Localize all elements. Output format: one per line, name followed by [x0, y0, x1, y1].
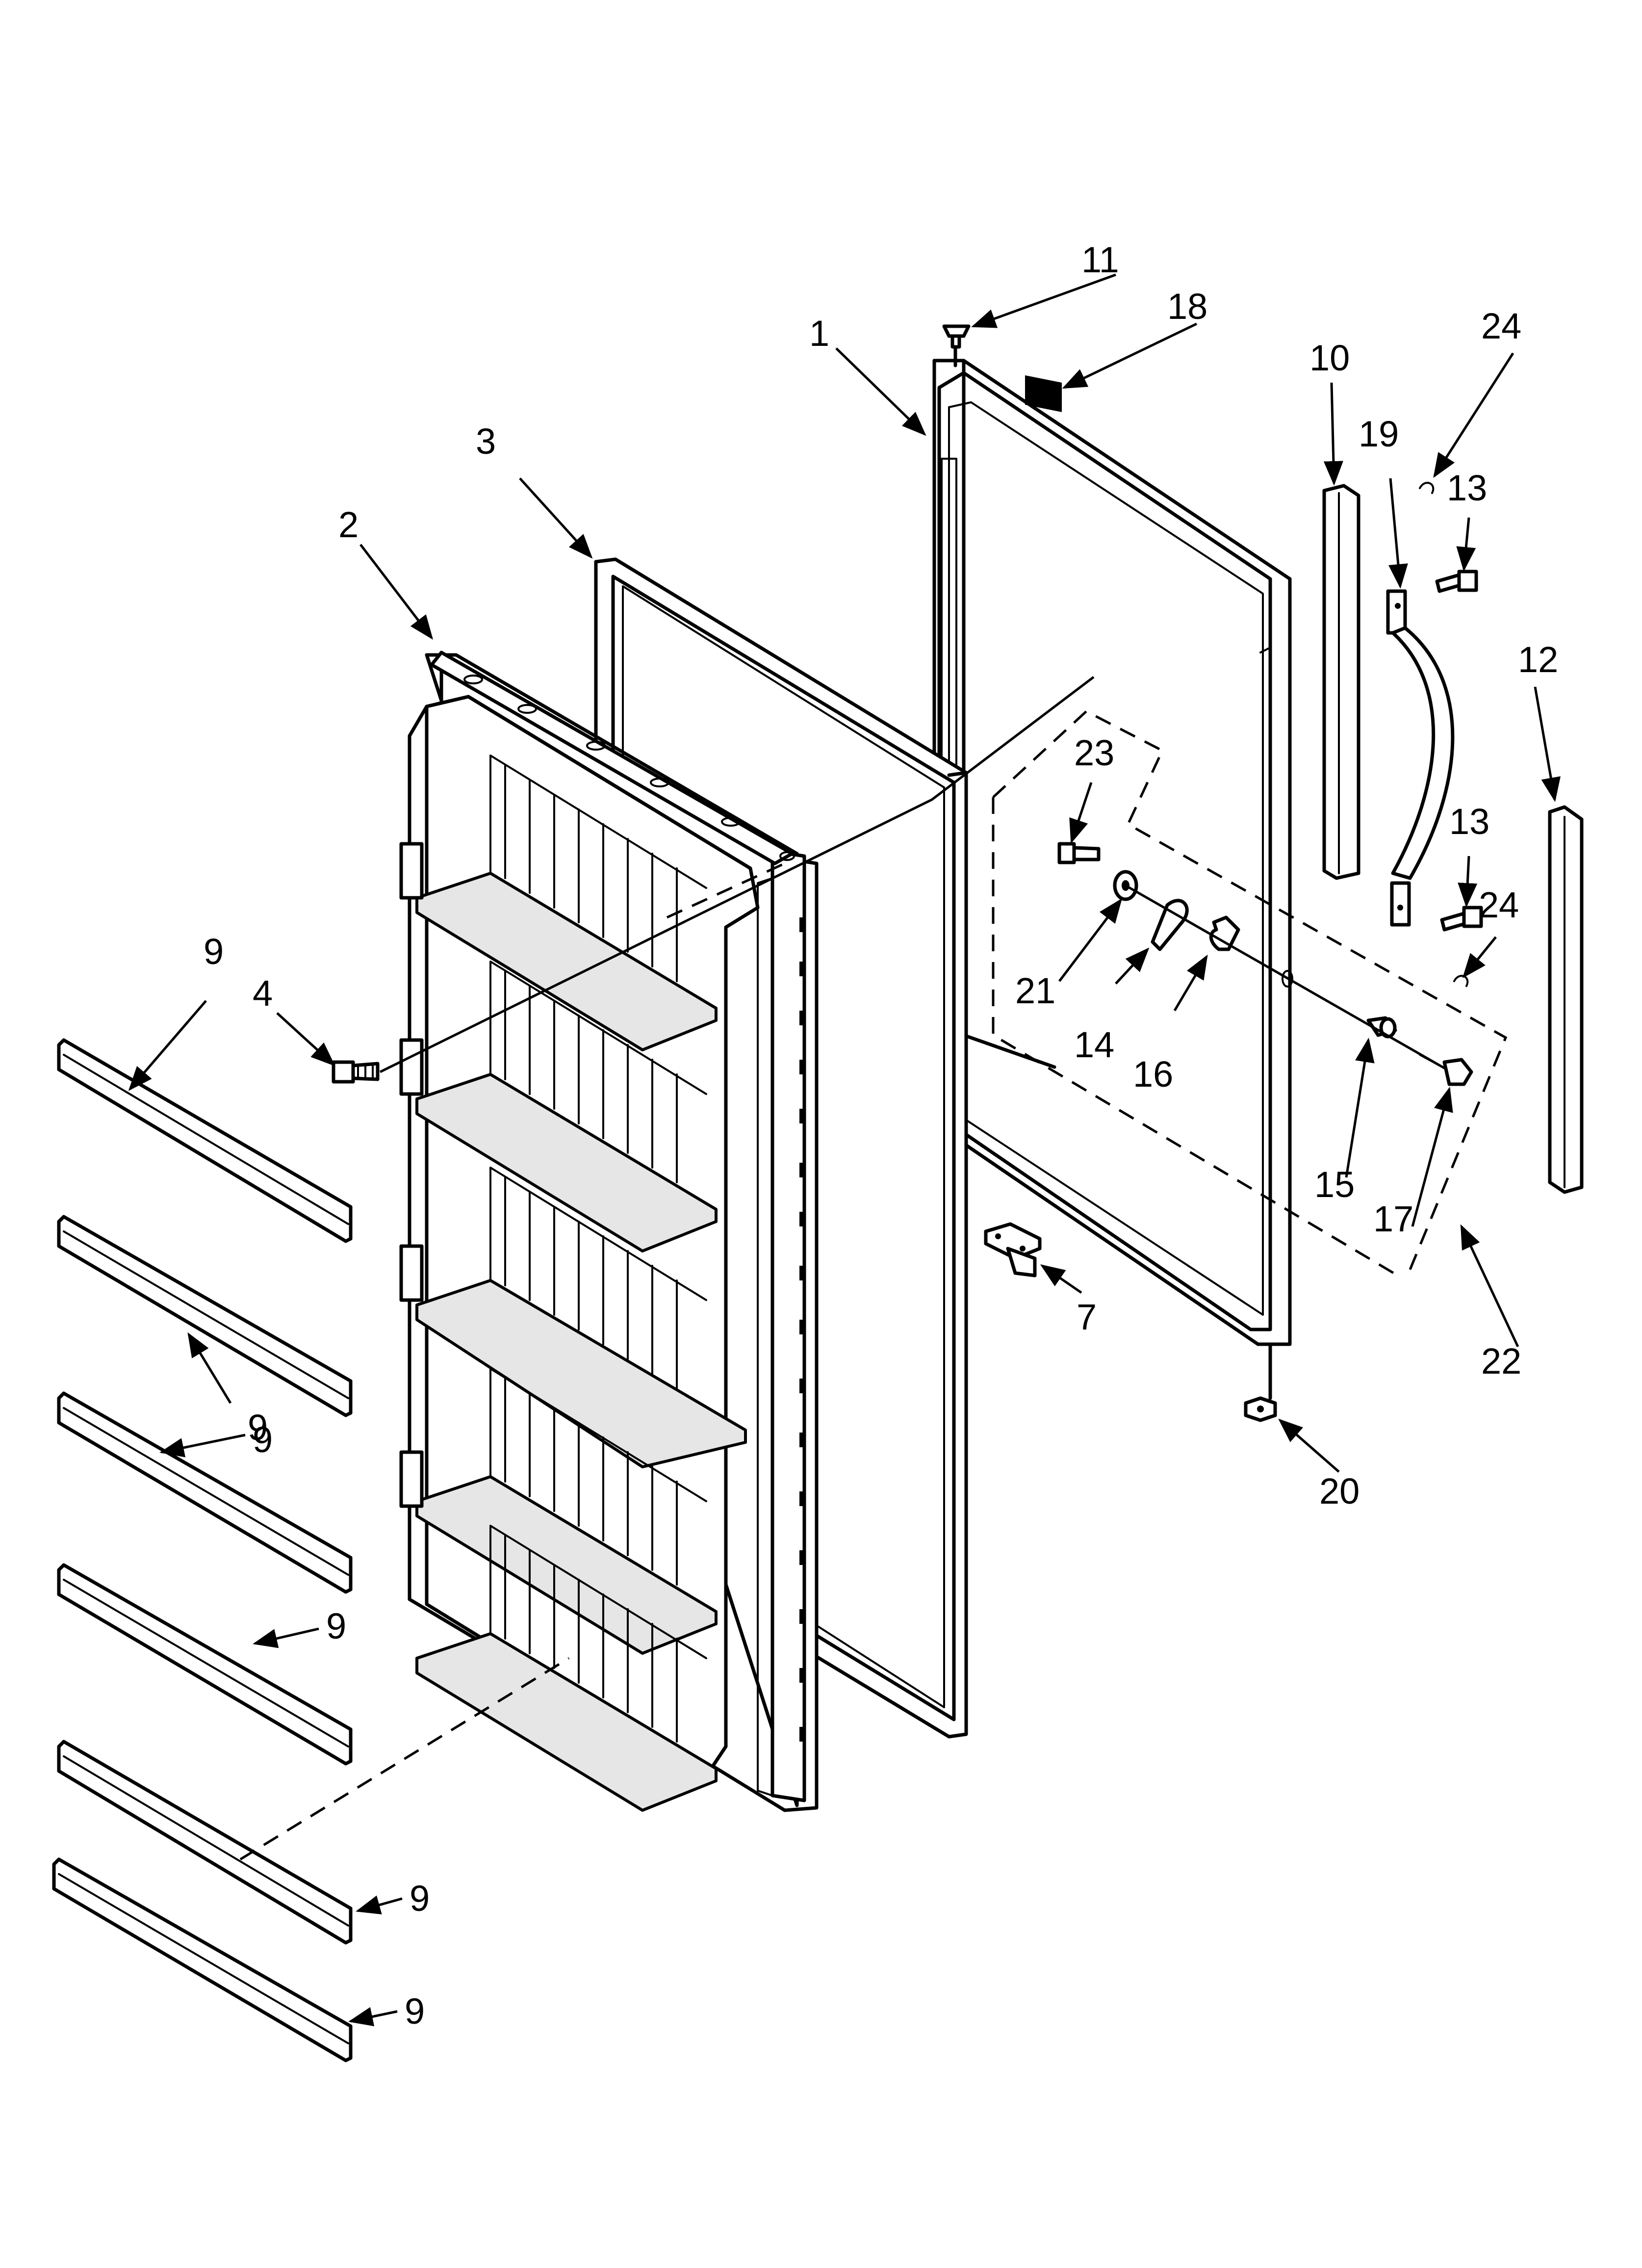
part-trim-12 [1548, 805, 1584, 1194]
callout-9-a: 9 [204, 931, 224, 972]
callout-9-d: 9 [326, 1606, 346, 1646]
callout-15: 15 [1314, 1164, 1355, 1205]
part-lock-cylinder-15 [1366, 1016, 1397, 1039]
callout-9-e: 9 [410, 1878, 430, 1919]
part-lock-lever-14 [1151, 899, 1189, 951]
callout-7: 7 [1077, 1297, 1097, 1337]
callout-20: 20 [1319, 1471, 1360, 1512]
callout-11: 11 [1081, 239, 1119, 280]
liner-rail-holes [799, 917, 804, 1742]
part-screw-13-upper [1435, 570, 1478, 593]
callout-24-b: 24 [1479, 885, 1519, 925]
part-hinge-bracket-7 [984, 1222, 1042, 1277]
callout-18: 18 [1167, 286, 1207, 327]
part-door-handle-19 [1386, 589, 1455, 927]
callout-1: 1 [809, 313, 829, 354]
callout-10: 10 [1309, 338, 1350, 378]
callout-13-b: 13 [1449, 801, 1489, 842]
part-handle-trim-10 [1322, 484, 1360, 880]
callout-9-c: 9 [253, 1419, 273, 1460]
part-outer-door-panel [932, 359, 1293, 1346]
liner-side-bumps [399, 842, 424, 1508]
callout-labels: 1 2 3 4 7 9 9 9 9 9 9 10 11 12 13 13 14 … [204, 239, 1558, 2032]
callout-17: 17 [1373, 1199, 1413, 1239]
callout-13-a: 13 [1447, 468, 1487, 508]
lock-kit-outline-22 [992, 709, 1508, 1277]
callout-2: 2 [338, 504, 359, 545]
callout-4: 4 [253, 973, 273, 1014]
part-screw-13-lower [1440, 906, 1483, 932]
callout-9-f: 9 [405, 1991, 425, 2032]
part-clip-24-upper [1419, 482, 1435, 494]
callout-3: 3 [476, 421, 496, 462]
callout-12: 12 [1518, 639, 1558, 680]
part-label-18 [1025, 375, 1062, 412]
callout-9-b: 9 [248, 1407, 268, 1448]
part-screw-4 [332, 1060, 380, 1084]
part-clip-24-lower [1453, 975, 1469, 987]
callout-24-a: 24 [1481, 306, 1521, 346]
shelf-ribs [504, 764, 678, 1743]
callout-19: 19 [1359, 414, 1399, 454]
callout-14: 14 [1074, 1024, 1114, 1065]
part-trim-strips [52, 1038, 353, 2062]
callout-23: 23 [1074, 732, 1114, 773]
part-screw-11 [942, 324, 971, 349]
liner-top-slots [463, 675, 795, 861]
part-screw-23 [1057, 842, 1101, 864]
callout-16: 16 [1133, 1054, 1173, 1095]
leader-arrows [128, 273, 1561, 2027]
part-nut-20 [1244, 1396, 1277, 1422]
part-lock-retainer-16 [1209, 915, 1240, 951]
callout-21: 21 [1015, 970, 1055, 1011]
door-shelves [415, 755, 747, 1812]
callout-22: 22 [1481, 1341, 1521, 1382]
